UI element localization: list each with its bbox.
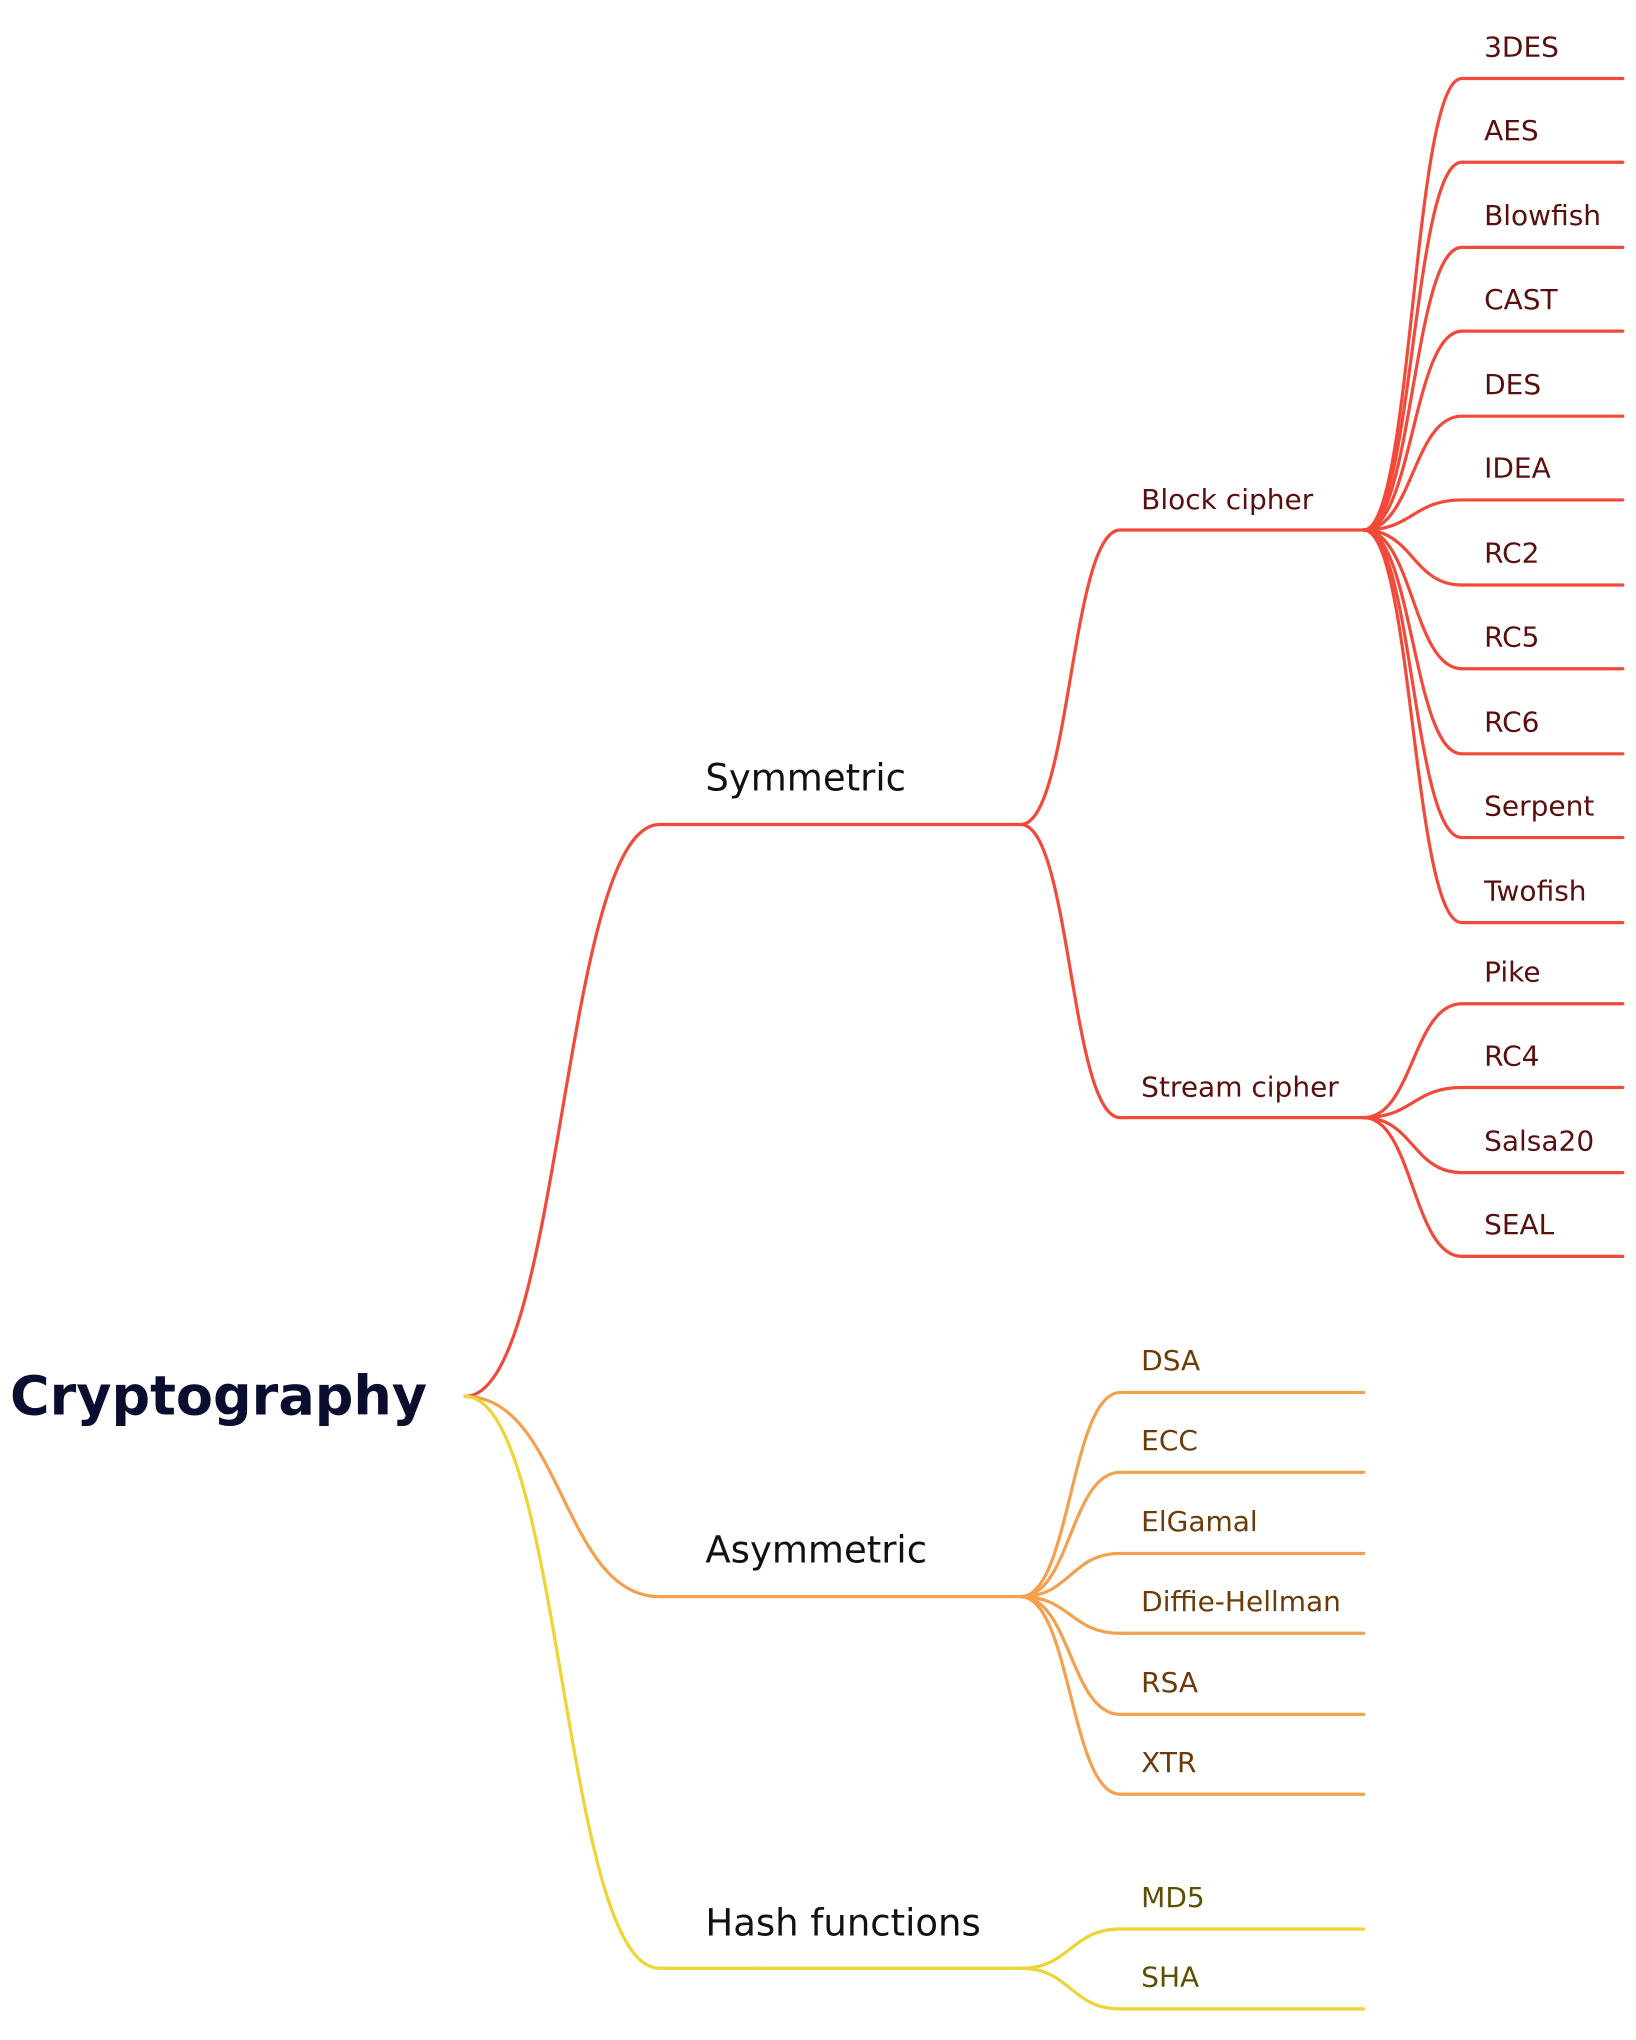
leaf-3des-label: 3DES	[1484, 30, 1559, 63]
branch-hash-functions-label: Hash functions	[705, 1902, 980, 1945]
leaf-salsa20-label: Salsa20	[1484, 1124, 1594, 1157]
edge-block-cipher-to-serpent	[1362, 528, 1464, 840]
leaf-dsa-label: DSA	[1141, 1344, 1200, 1377]
branch-asymmetric-label: Asymmetric	[705, 1529, 927, 1572]
edge-hash-functions-to-sha	[1019, 1966, 1122, 2011]
leaf-rc6-label: RC6	[1484, 706, 1539, 739]
leaf-des-label: DES	[1484, 368, 1541, 401]
leaf-idea-label: IDEA	[1484, 452, 1551, 485]
leaf-aes-label: AES	[1484, 114, 1539, 147]
edge-block-cipher-to-3des	[1362, 76, 1464, 532]
edge-root-to-symmetric	[463, 822, 662, 1398]
node-block-cipher-label: Block cipher	[1141, 483, 1314, 516]
edge-block-cipher-to-rc5	[1362, 528, 1464, 671]
edge-root-to-asymmetric	[463, 1394, 662, 1599]
leaf-seal-label: SEAL	[1484, 1208, 1555, 1241]
leaf-cast-label: CAST	[1484, 283, 1558, 316]
leaf-rc4-label: RC4	[1484, 1039, 1539, 1072]
leaf-serpent-label: Serpent	[1484, 789, 1594, 822]
edge-stream-cipher-to-rc4	[1362, 1085, 1464, 1120]
edge-root-to-hash-functions	[463, 1394, 662, 1970]
branch-symmetric-label: Symmetric	[705, 756, 906, 799]
edge-block-cipher-to-blowfish	[1362, 245, 1464, 532]
edge-block-cipher-to-aes	[1362, 160, 1464, 532]
edge-block-cipher-to-rc2	[1362, 528, 1464, 587]
leaf-sha-label: SHA	[1141, 1961, 1199, 1994]
edge-block-cipher-to-cast	[1362, 329, 1464, 532]
leaf-rc5-label: RC5	[1484, 620, 1539, 653]
leaf-twofish-label: Twofish	[1483, 874, 1586, 907]
leaf-pike-label: Pike	[1484, 956, 1541, 989]
root-node-label: Cryptography	[10, 1365, 427, 1428]
leaf-rc2-label: RC2	[1484, 537, 1539, 570]
edge-asymmetric-to-elgamal	[1019, 1551, 1122, 1599]
leaf-rsa-label: RSA	[1141, 1666, 1198, 1699]
leaf-blowfish-label: Blowfish	[1484, 199, 1601, 232]
edge-asymmetric-to-dsa	[1019, 1390, 1122, 1599]
leaf-xtr-label: XTR	[1141, 1746, 1196, 1779]
edge-symmetric-to-stream-cipher	[1019, 822, 1122, 1120]
edge-hash-functions-to-md5	[1019, 1927, 1122, 1970]
edge-block-cipher-to-idea	[1362, 498, 1464, 532]
edge-stream-cipher-to-seal	[1362, 1116, 1464, 1258]
leaf-diffie-hellman-label: Diffie-Hellman	[1141, 1585, 1341, 1618]
edge-block-cipher-to-twofish	[1362, 528, 1464, 925]
connector-lines	[463, 76, 1625, 2011]
leaf-md5-label: MD5	[1141, 1881, 1205, 1914]
leaf-ecc-label: ECC	[1141, 1424, 1198, 1457]
node-stream-cipher-label: Stream cipher	[1141, 1071, 1339, 1104]
edge-asymmetric-to-rsa	[1019, 1595, 1122, 1716]
edge-block-cipher-to-rc6	[1362, 528, 1464, 756]
edge-asymmetric-to-ecc	[1019, 1470, 1122, 1599]
leaf-elgamal-label: ElGamal	[1141, 1505, 1258, 1538]
edge-asymmetric-to-diffie-hellman	[1019, 1595, 1122, 1635]
edge-stream-cipher-to-pike	[1362, 1002, 1464, 1120]
edge-asymmetric-to-xtr	[1019, 1595, 1122, 1796]
edge-stream-cipher-to-salsa20	[1362, 1116, 1464, 1175]
edge-block-cipher-to-des	[1362, 414, 1464, 532]
edge-symmetric-to-block-cipher	[1019, 528, 1122, 827]
